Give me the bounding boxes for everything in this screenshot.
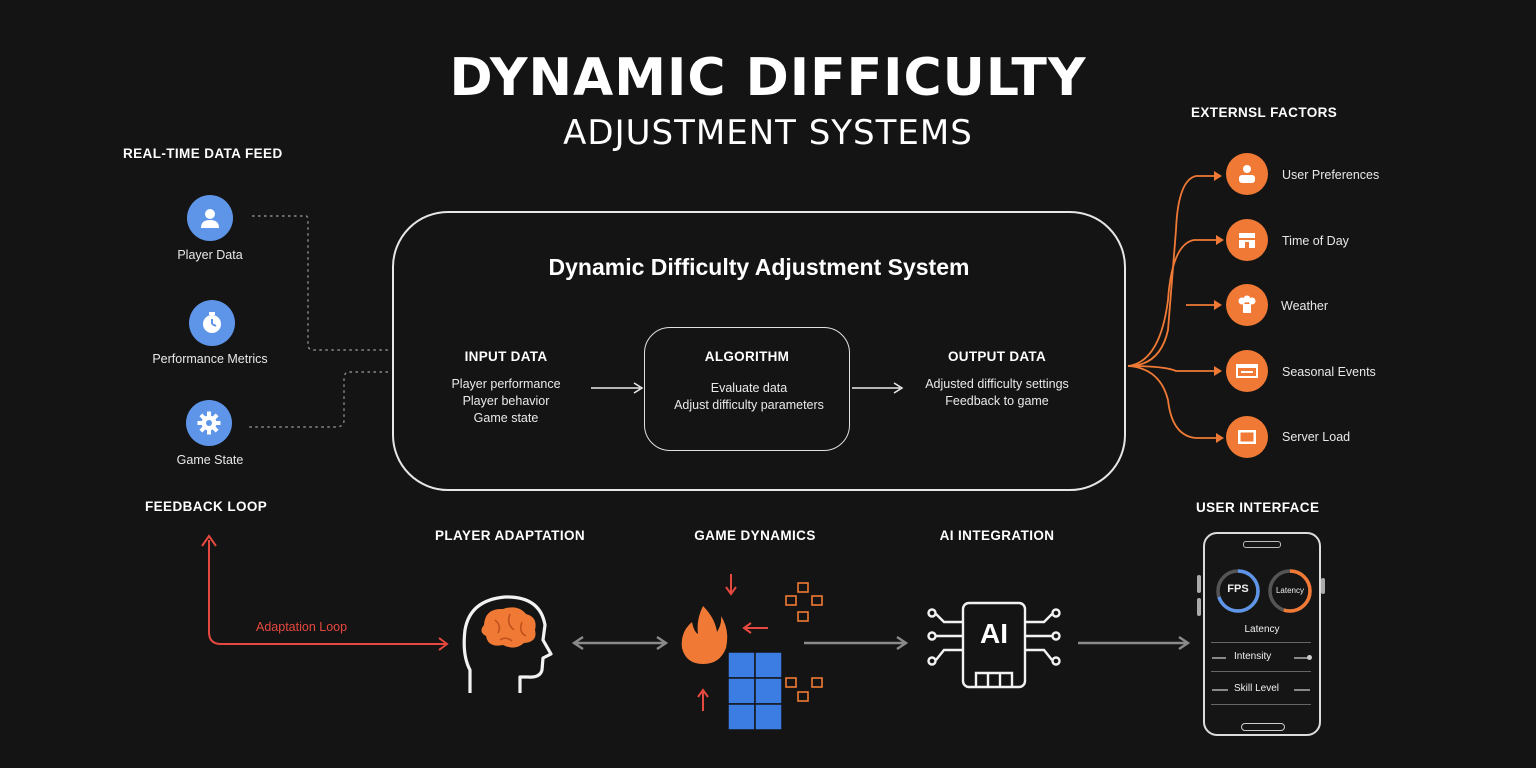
ui-divider	[1211, 704, 1311, 705]
adaptation-loop-label: Adaptation Loop	[256, 620, 348, 634]
calendar-icon	[1226, 219, 1268, 261]
external-factor-connectors	[1127, 175, 1222, 439]
feed-item-performance-metrics: Performance Metrics	[152, 352, 268, 366]
red-arrow-icons	[697, 574, 768, 711]
ui-slider-track	[1294, 689, 1310, 691]
external-factors-heading: EXTERNSL FACTORS	[1191, 105, 1338, 120]
external-item-user-preferences: User Preferences	[1282, 168, 1380, 182]
fps-gauge-fill	[1216, 569, 1260, 613]
grid-block-icon	[727, 651, 783, 731]
ai-ui-arrow	[1078, 636, 1191, 650]
phone-speaker	[1243, 541, 1281, 548]
fps-gauge	[1216, 569, 1260, 613]
feed-connector-player	[252, 215, 388, 351]
dynamics-ai-arrow	[804, 636, 909, 650]
ai-chip-icon	[927, 601, 1061, 689]
algorithm-line: Evaluate data	[710, 381, 788, 395]
stopwatch-icon	[189, 300, 235, 346]
ui-slider-knob[interactable]	[1307, 655, 1312, 660]
latency-gauge-label: Latency	[1275, 586, 1305, 595]
phone-side-button	[1197, 598, 1201, 616]
algorithm-line: Adjust difficulty parameters	[674, 398, 824, 412]
feed-item-game-state: Game State	[176, 453, 244, 467]
feedback-loop-arrow	[201, 534, 449, 651]
algorithm-lines: Evaluate data Adjust difficulty paramete…	[674, 380, 824, 414]
users-icon	[1226, 153, 1268, 195]
input-data-heading: INPUT DATA	[464, 349, 548, 364]
ui-slider-track	[1212, 689, 1228, 691]
game-dynamics-heading: GAME DYNAMICS	[694, 528, 816, 543]
output-data-heading: OUTPUT DATA	[947, 349, 1047, 364]
orange-block-icons	[785, 582, 823, 702]
ui-slider-track	[1294, 657, 1310, 659]
feedback-loop-heading: FEEDBACK LOOP	[145, 499, 268, 514]
server-icon	[1226, 416, 1268, 458]
feed-item-player-data: Player Data	[177, 248, 243, 262]
cloud-icon	[1226, 284, 1268, 326]
latency-gauge	[1268, 569, 1312, 613]
realtime-feed-heading: REAL-TIME DATA FEED	[123, 146, 283, 161]
ui-divider	[1211, 671, 1311, 672]
output-data-lines: Adjusted difficulty settings Feedback to…	[925, 376, 1069, 410]
feed-connector-state	[246, 371, 388, 428]
external-item-server-load: Server Load	[1282, 430, 1351, 444]
output-line: Feedback to game	[945, 394, 1049, 408]
gear-icon	[186, 400, 232, 446]
phone-mockup	[1203, 532, 1321, 736]
user-interface-heading: USER INTERFACE	[1196, 500, 1320, 515]
latency-gauge-fill	[1268, 569, 1312, 613]
external-item-weather: Weather	[1281, 299, 1329, 313]
algorithm-box	[644, 327, 850, 451]
algorithm-heading: ALGORITHM	[704, 349, 790, 364]
ai-chip-text: AI	[980, 618, 1008, 649]
ui-divider	[1211, 642, 1311, 643]
page-title: DYNAMIC DIFFICULTY	[449, 48, 1087, 108]
ui-row-latency: Latency	[1244, 624, 1280, 635]
user-icon	[187, 195, 233, 241]
input-data-lines: Player performance Player behavior Game …	[451, 376, 560, 427]
dda-system-title: Dynamic Difficulty Adjustment System	[548, 254, 970, 280]
phone-side-button	[1197, 575, 1201, 593]
ui-row-skill-level[interactable]: Skill Level	[1234, 683, 1280, 694]
banner-icon	[1226, 350, 1268, 392]
input-line: Player behavior	[462, 394, 550, 408]
ui-slider-track	[1212, 657, 1226, 659]
dda-system-box	[392, 211, 1126, 491]
input-line: Game state	[473, 411, 539, 425]
brain-head-icon	[462, 595, 553, 693]
adaptation-dynamics-arrow	[571, 636, 669, 650]
page-subtitle: ADJUSTMENT SYSTEMS	[563, 113, 973, 153]
ai-integration-heading: AI INTEGRATION	[939, 528, 1055, 543]
phone-home-button	[1241, 723, 1285, 731]
fps-gauge-label: FPS	[1227, 583, 1249, 595]
ui-row-intensity[interactable]: Intensity	[1234, 651, 1272, 662]
game-dynamics-cluster	[681, 574, 823, 731]
phone-side-button	[1321, 578, 1325, 594]
external-item-seasonal-events: Seasonal Events	[1282, 365, 1376, 379]
player-adaptation-heading: PLAYER ADAPTATION	[434, 528, 586, 543]
external-item-time-of-day: Time of Day	[1282, 234, 1349, 248]
output-line: Adjusted difficulty settings	[925, 377, 1069, 391]
input-line: Player performance	[451, 377, 561, 391]
flame-icon	[681, 606, 728, 664]
